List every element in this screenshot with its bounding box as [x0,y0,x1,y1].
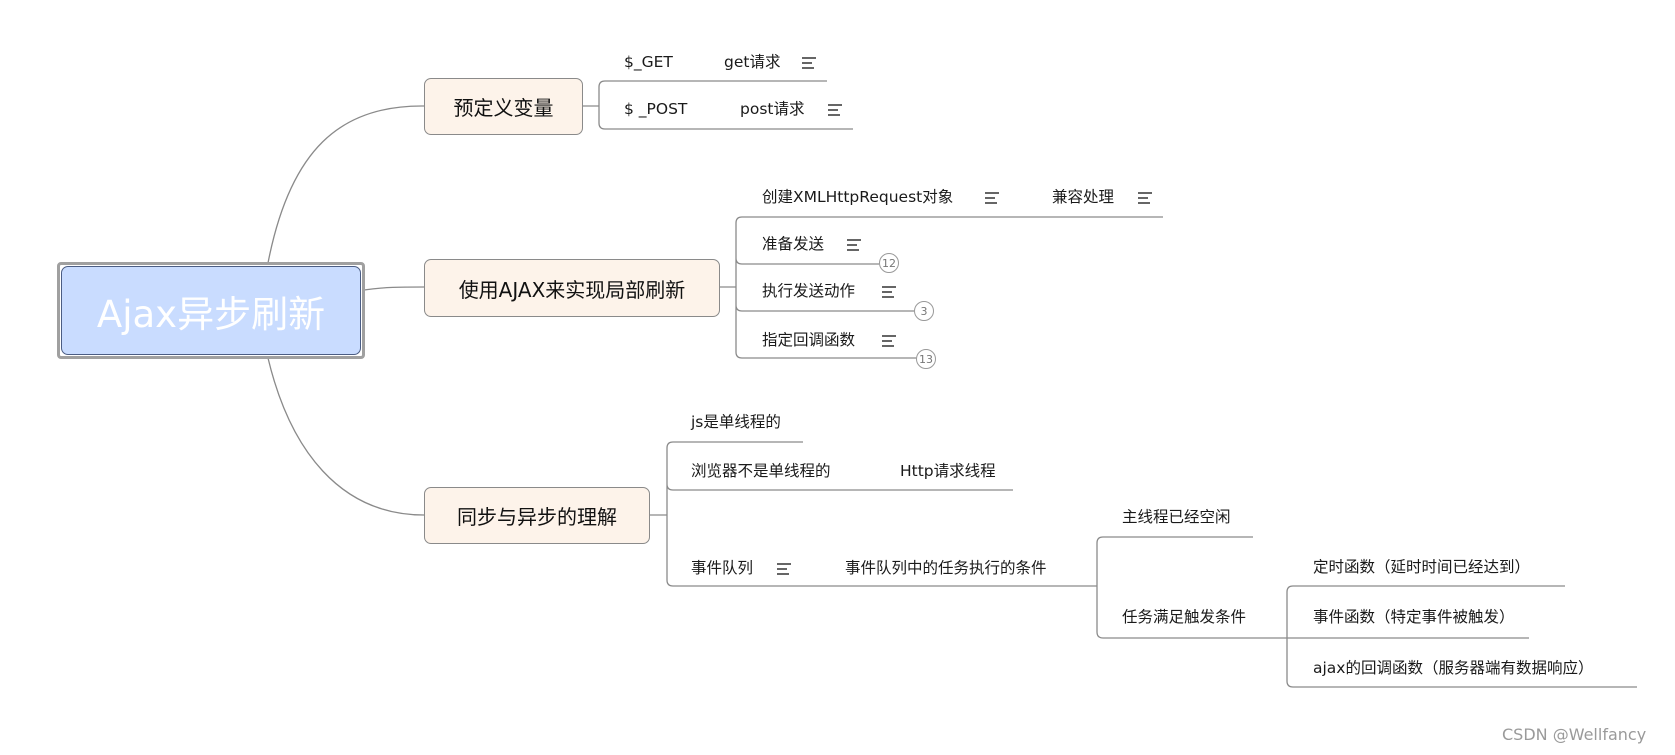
connector-root-branch2 [363,286,425,291]
topic-compat[interactable]: 兼容处理 [1052,188,1115,206]
topic-get[interactable]: $_GET [624,53,673,71]
topic-event-func[interactable]: 事件函数（特定事件被触发） [1313,608,1515,626]
notes-icon[interactable] [847,239,861,251]
collapsed-count-badge[interactable]: 3 [914,301,934,321]
topic-task-triggered[interactable]: 任务满足触发条件 [1122,608,1247,626]
bracket-branch3 [650,441,674,587]
topic-http-thread[interactable]: Http请求线程 [900,462,996,480]
notes-icon[interactable] [985,192,999,204]
badge-count: 13 [919,352,933,366]
connector-root-branch1 [267,105,425,264]
topic-callback[interactable]: 指定回调函数 [762,331,856,349]
topic-post[interactable]: $ _POST [624,100,688,118]
branch-ajax-partial-refresh[interactable]: 使用AJAX来实现局部刷新 [424,259,720,317]
root-label: Ajax异步刷新 [96,292,326,336]
connector-root-branch3 [267,357,425,516]
topic-post-request[interactable]: post请求 [740,100,805,118]
topic-queue-conditions[interactable]: 事件队列中的任务执行的条件 [845,559,1047,577]
topic-js-single-thread[interactable]: js是单线程的 [691,413,781,431]
watermark: CSDN @Wellfancy [1502,725,1647,744]
branch-label: 使用AJAX来实现局部刷新 [458,277,686,302]
branch-label: 同步与异步的理解 [457,505,617,529]
notes-icon[interactable] [802,57,816,69]
notes-icon[interactable] [882,286,896,298]
bracket-branch1 [583,80,606,130]
collapsed-count-badge[interactable]: 13 [916,349,936,369]
topic-main-thread-idle[interactable]: 主线程已经空闲 [1122,508,1231,526]
branch-sync-async[interactable]: 同步与异步的理解 [424,487,650,544]
topic-get-request[interactable]: get请求 [724,53,781,71]
bracket-trigger-items [1286,585,1294,688]
notes-icon[interactable] [777,563,791,575]
badge-count: 12 [882,256,896,270]
topic-ajax-callback[interactable]: ajax的回调函数（服务器端有数据响应） [1313,659,1594,677]
notes-icon[interactable] [882,335,896,347]
topic-execute-send[interactable]: 执行发送动作 [762,282,856,300]
notes-icon[interactable] [1138,192,1152,204]
topic-browser-multi-thread[interactable]: 浏览器不是单线程的 [691,462,831,480]
topic-timer-func[interactable]: 定时函数（延时时间已经达到） [1313,558,1531,576]
branch-label: 预定义变量 [453,96,554,120]
topic-create-xhr[interactable]: 创建XMLHttpRequest对象 [762,188,954,206]
bracket-branch2 [720,216,743,359]
branch-predefined-vars[interactable]: 预定义变量 [424,78,583,135]
topic-event-queue[interactable]: 事件队列 [691,559,754,577]
collapsed-count-badge[interactable]: 12 [879,253,899,273]
badge-count: 3 [920,304,928,318]
topic-prepare-send[interactable]: 准备发送 [762,235,825,253]
bracket-conditions [1096,536,1104,639]
root-node[interactable]: Ajax异步刷新 [61,266,361,355]
notes-icon[interactable] [828,104,842,116]
